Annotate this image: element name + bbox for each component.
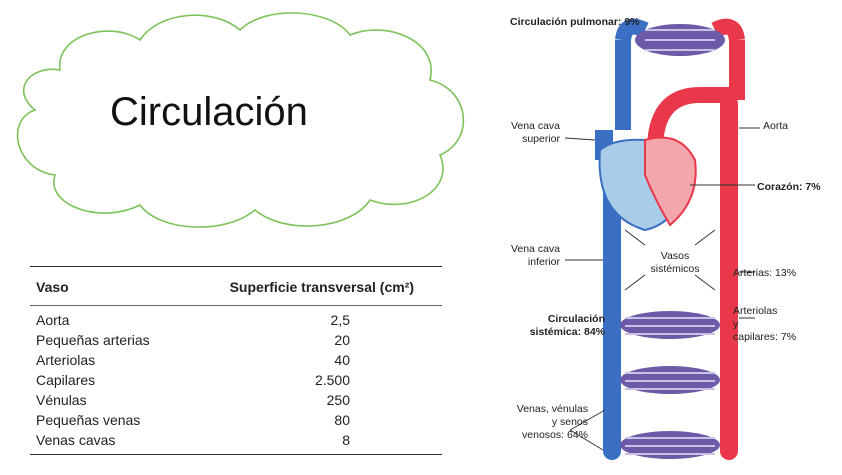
- cell-vessel: Arteriolas: [36, 352, 96, 368]
- cell-area: 2,5: [330, 312, 350, 328]
- cell-area: 80: [334, 412, 350, 428]
- table-row: Pequeñas arterias 20: [30, 330, 442, 350]
- cell-vessel: Vénulas: [36, 392, 87, 408]
- artery-trunk: [720, 95, 738, 460]
- table-row: Venas cavas 8: [30, 430, 442, 450]
- page-title: Circulación: [110, 90, 308, 134]
- table-row: Aorta 2,5: [30, 310, 442, 330]
- cell-area: 20: [334, 332, 350, 348]
- circulation-svg: [564, 18, 760, 460]
- label-arteries: Arterias: 13%: [733, 267, 797, 279]
- header-area: Superficie transversal (cm²): [229, 279, 414, 295]
- capillary-bed-3: [620, 431, 720, 459]
- cell-vessel: Capilares: [36, 372, 96, 388]
- cross-section-table: Vaso Superficie transversal (cm²) Aorta 2…: [30, 266, 442, 455]
- cell-vessel: Aorta: [36, 312, 70, 328]
- table-row: Capilares 2.500: [30, 370, 442, 390]
- cell-area: 40: [334, 352, 350, 368]
- cell-area: 2.500: [314, 372, 350, 388]
- cell-vessel: Pequeñas venas: [36, 412, 141, 428]
- cloud-shape: [16, 12, 465, 228]
- header-vessel: Vaso: [36, 279, 69, 295]
- table-row: Pequeñas venas 80: [30, 410, 442, 430]
- label-aorta: Aorta: [763, 120, 789, 132]
- capillary-bed-1: [620, 311, 720, 339]
- pulmonary-capillaries: [635, 24, 725, 56]
- heart-shape: [598, 136, 697, 232]
- table-row: Vénulas 250: [30, 390, 442, 410]
- capillary-bed-2: [620, 366, 720, 394]
- cell-area: 250: [326, 392, 350, 408]
- table-header: Vaso Superficie transversal (cm²): [30, 269, 442, 306]
- cell-vessel: Pequeñas arterias: [36, 332, 150, 348]
- table-row: Arteriolas 40: [30, 350, 442, 370]
- vein-trunk: [603, 170, 621, 460]
- arrow-lines: [624, 229, 716, 291]
- label-pulmonary: Circulación pulmonar: 9%: [510, 16, 640, 28]
- label-heart: Corazón: 7%: [757, 181, 821, 193]
- cell-area: 8: [342, 432, 350, 448]
- cell-vessel: Venas cavas: [36, 432, 116, 448]
